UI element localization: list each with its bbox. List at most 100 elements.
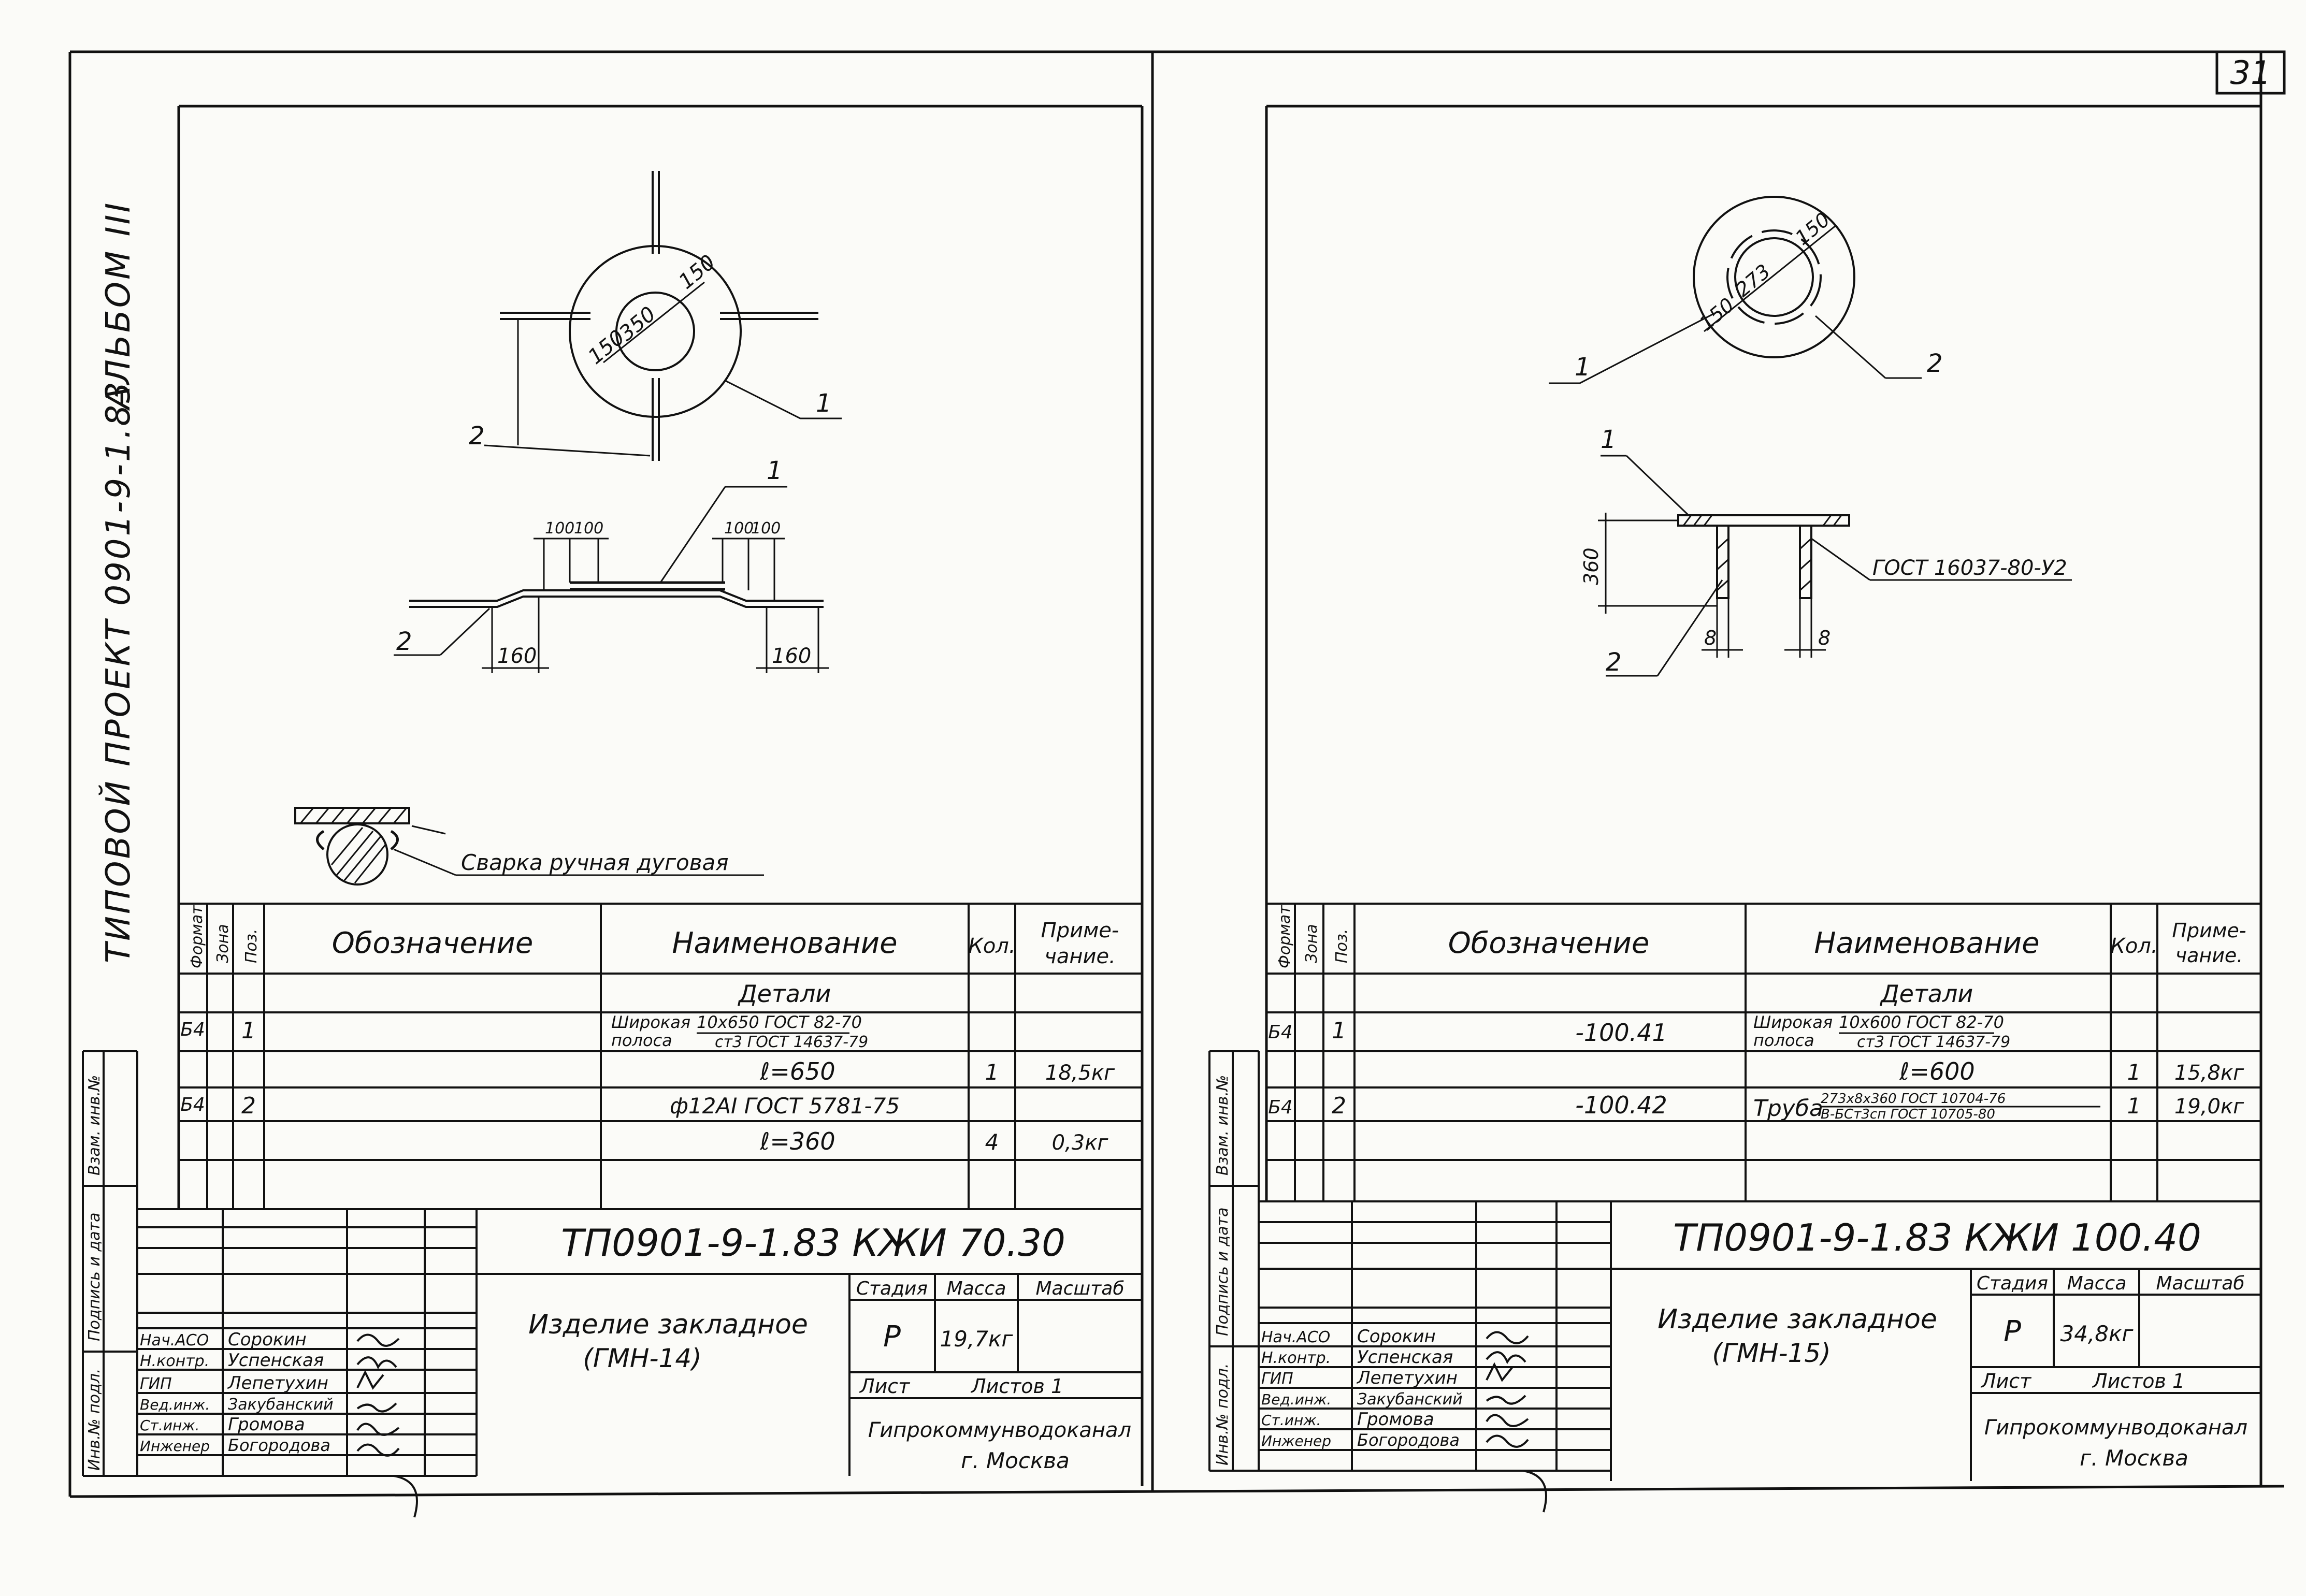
left-hdr-note-2: чание.: [1044, 945, 1116, 968]
left-sig-role-3: ГИП: [140, 1375, 172, 1393]
right-drawing-code: ТП0901-9-1.83 КЖИ 100.40: [1673, 1216, 2201, 1259]
right-dim-150-a: 150: [1695, 294, 1739, 335]
weld-detail: [294, 807, 764, 886]
right-product-mark: (ГМН-15): [1712, 1338, 1831, 1368]
left-dim-100-c: 100: [724, 519, 754, 538]
right-mass-header: Масса: [2067, 1273, 2127, 1294]
left-hdr-format: Формат: [188, 905, 206, 968]
left-row3-name: ф12АI ГОСТ 5781-75: [670, 1093, 900, 1119]
right-row3-name: Труба: [1753, 1095, 1823, 1122]
right-dim-150-b: 150: [1791, 208, 1835, 250]
right-org-line2: г. Москва: [2080, 1445, 2188, 1471]
left-weld-note: Сварка ручная дуговая: [461, 850, 729, 875]
left-row4-qty: 4: [985, 1129, 999, 1155]
right-mass-value: 34,8кг: [2060, 1321, 2134, 1346]
right-sheets-label: Листов 1: [2092, 1370, 2185, 1392]
left-handwritten-marks: [356, 1333, 418, 1518]
left-stage-value: Р: [883, 1320, 901, 1354]
left-row4-note: 0,3кг: [1052, 1131, 1109, 1155]
right-callout-1-plan: 1: [1575, 353, 1591, 382]
left-sig-name-3: Лепетухин: [227, 1373, 328, 1394]
right-product-name: Изделие закладное: [1658, 1304, 1937, 1335]
left-product-name: Изделие закладное: [528, 1309, 808, 1340]
album-label: АЛЬБОМ III: [99, 201, 138, 411]
left-row3-format: Б4: [180, 1094, 205, 1115]
right-stage-header: Стадия: [1977, 1273, 2048, 1294]
left-sig-role-5: Ст.инж.: [140, 1417, 199, 1434]
right-row1-designation: -100.41: [1575, 1019, 1667, 1047]
right-sheet-frame: [1265, 105, 2261, 1201]
right-sig-name-3: Лепетухин: [1356, 1368, 1458, 1388]
left-hdr-designation: Обозначение: [332, 926, 534, 960]
right-callout-2-section: 2: [1606, 648, 1622, 677]
left-spec-table-grid: [179, 903, 1142, 1209]
left-section-title: Детали: [738, 980, 831, 1008]
left-hdr-note-1: Приме-: [1041, 919, 1119, 942]
left-sig-role-6: Инженер: [140, 1438, 210, 1455]
left-row2-qty: 1: [985, 1060, 999, 1085]
right-sig-role-3: ГИП: [1261, 1370, 1293, 1388]
right-hdr-note-2: чание.: [2175, 944, 2243, 967]
left-callout-2-side: 2: [396, 627, 412, 656]
left-scale-header: Масштаб: [1035, 1278, 1124, 1299]
right-plan-view: [1549, 196, 1922, 384]
right-section-title: Детали: [1880, 980, 1973, 1008]
left-sig-role-1: Нач.АСО: [140, 1331, 209, 1350]
left-row1-pos: 1: [241, 1018, 256, 1044]
right-hdr-zone: Зона: [1303, 924, 1321, 963]
right-hdr-designation: Обозначение: [1448, 926, 1650, 960]
left-dim-160-b: 160: [772, 644, 811, 668]
right-sig-role-4: Вед.инж.: [1261, 1391, 1331, 1408]
left-signatures: Нач.АСО Сорокин Н.контр. Успенская ГИП Л…: [140, 1329, 418, 1518]
right-row3-qty: 1: [2127, 1093, 2141, 1119]
right-row1-spec-bottom: ст3 ГОСТ 14637-79: [1857, 1033, 2010, 1051]
left-row2-length: ℓ=650: [759, 1057, 835, 1085]
right-hdr-qty: Кол.: [2110, 934, 2157, 958]
left-sheet-label: Лист: [859, 1375, 911, 1398]
right-sig-role-5: Ст.инж.: [1261, 1412, 1321, 1429]
album-title: ТИПОВОЙ ПРОЕКТ 0901-9-1.83: [98, 380, 138, 963]
left-dim-100-d: 100: [751, 519, 781, 538]
right-row3-designation: -100.42: [1575, 1091, 1667, 1119]
left-dim-100-a: 100: [545, 519, 574, 538]
left-side-view: [394, 486, 829, 673]
left-row1-format: Б4: [180, 1019, 205, 1040]
left-callout-1-side: 1: [767, 456, 783, 485]
right-section-view: [1598, 455, 2072, 677]
left-callout-1-plan: 1: [816, 389, 832, 418]
left-sheets-label: Листов 1: [970, 1375, 1063, 1398]
left-row3-pos: 2: [241, 1093, 256, 1119]
left-hdr-zone: Зона: [214, 924, 232, 963]
right-row2-note: 15,8кг: [2174, 1061, 2244, 1085]
right-stamp-podp: Подпись и дата: [1214, 1208, 1232, 1337]
right-sig-name-4: Закубанский: [1357, 1390, 1463, 1409]
right-sheet-label: Лист: [1980, 1370, 2032, 1392]
right-row1-pos: 1: [1332, 1018, 1346, 1044]
right-scale-header: Масштаб: [2156, 1273, 2244, 1294]
right-hdr-name: Наименование: [1814, 926, 2039, 960]
left-mass-value: 19,7кг: [940, 1326, 1014, 1352]
right-row3-pos: 2: [1332, 1093, 1346, 1119]
right-row3-format: Б4: [1268, 1097, 1293, 1118]
page-number-box: 31: [2215, 50, 2286, 95]
right-sig-name-1: Сорокин: [1357, 1326, 1436, 1347]
right-callout-1-section: 1: [1601, 425, 1617, 454]
left-mass-header: Масса: [947, 1278, 1006, 1299]
right-row3-spec-top: 273х8х360 ГОСТ 10704-76: [1821, 1091, 2006, 1107]
right-weld-note: ГОСТ 16037-80-У2: [1872, 556, 2067, 580]
right-sig-name-6: Богородова: [1357, 1430, 1460, 1450]
right-hdr-pos: Поз.: [1333, 929, 1351, 963]
left-callout-2-plan: 2: [469, 422, 485, 451]
left-stamp-vzam: Взам. инв.№: [85, 1075, 104, 1176]
left-dim-100-b: 100: [574, 519, 603, 538]
right-dim-8-a: 8: [1704, 627, 1717, 649]
left-sig-name-5: Громова: [228, 1414, 305, 1435]
right-stamp-column: [1208, 1050, 1611, 1472]
right-row1-name-b: полоса: [1753, 1031, 1814, 1050]
right-stage-value: Р: [2004, 1315, 2021, 1348]
right-row2-qty: 1: [2127, 1060, 2141, 1085]
left-hdr-name: Наименование: [672, 926, 897, 960]
left-row1-name-b: полоса: [611, 1031, 672, 1050]
left-sig-name-4: Закубанский: [228, 1396, 334, 1414]
left-product-mark: (ГМН-14): [583, 1343, 701, 1373]
